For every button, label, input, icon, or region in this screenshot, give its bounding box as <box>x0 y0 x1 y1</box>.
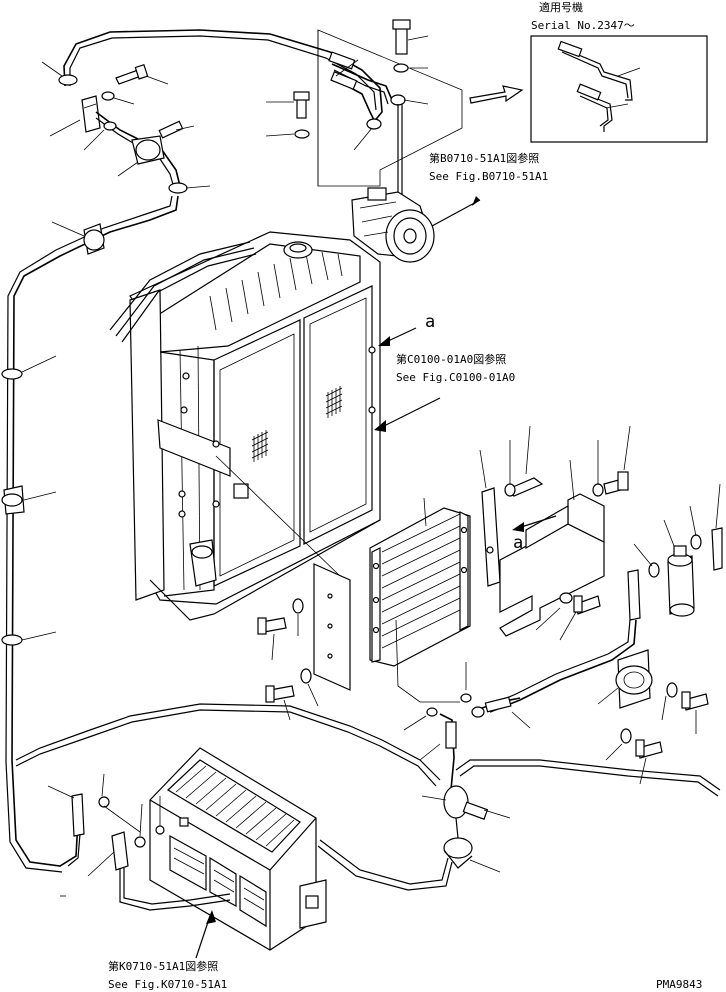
marker-a-top: a <box>425 312 435 332</box>
serial-inset: 適用号機 Serial No.2347〜 <box>530 0 708 143</box>
lower-hoses <box>317 619 721 891</box>
left-pipe-clamps <box>1 355 57 646</box>
right-brackets: a <box>479 425 631 641</box>
ref-heater-en: See Fig.K0710-51A1 <box>108 978 227 991</box>
compressor-unit: 第B0710-51A1図参照 See Fig.B0710-51A1 <box>351 151 548 263</box>
ref-radiator-jp: 第C0100-01A0図参照 <box>396 352 506 366</box>
compressor-mount-box <box>265 19 463 200</box>
heater-unit: 第K0710-51A1図参照 See Fig.K0710-51A1 <box>47 747 327 991</box>
heater-hose-loop <box>15 703 441 787</box>
serial-note-title: 適用号機 <box>539 0 583 14</box>
band-clamp <box>597 649 709 785</box>
radiator-assembly: a 第C0100-01A0図参照 See Fig.C0100-01A0 <box>109 231 515 621</box>
ref-compressor-en: See Fig.B0710-51A1 <box>429 170 548 183</box>
marker-a-mid: a <box>513 533 523 553</box>
ref-compressor-jp: 第B0710-51A1図参照 <box>429 151 539 165</box>
ref-heater-jp: 第K0710-51A1図参照 <box>108 959 218 973</box>
plate-bolts <box>257 598 319 721</box>
inset-arrow-icon <box>469 85 524 104</box>
top-left-piping <box>5 29 383 873</box>
receiver-drier <box>487 483 723 713</box>
ref-radiator-en: See Fig.C0100-01A0 <box>396 371 515 384</box>
core-grid-left <box>251 430 269 462</box>
condenser-unit <box>369 497 471 667</box>
serial-note-number: Serial No.2347〜 <box>531 19 635 32</box>
core-grid-right <box>325 386 343 418</box>
drawing-code: PMA9843 <box>656 978 702 991</box>
mounting-plate <box>215 455 351 691</box>
